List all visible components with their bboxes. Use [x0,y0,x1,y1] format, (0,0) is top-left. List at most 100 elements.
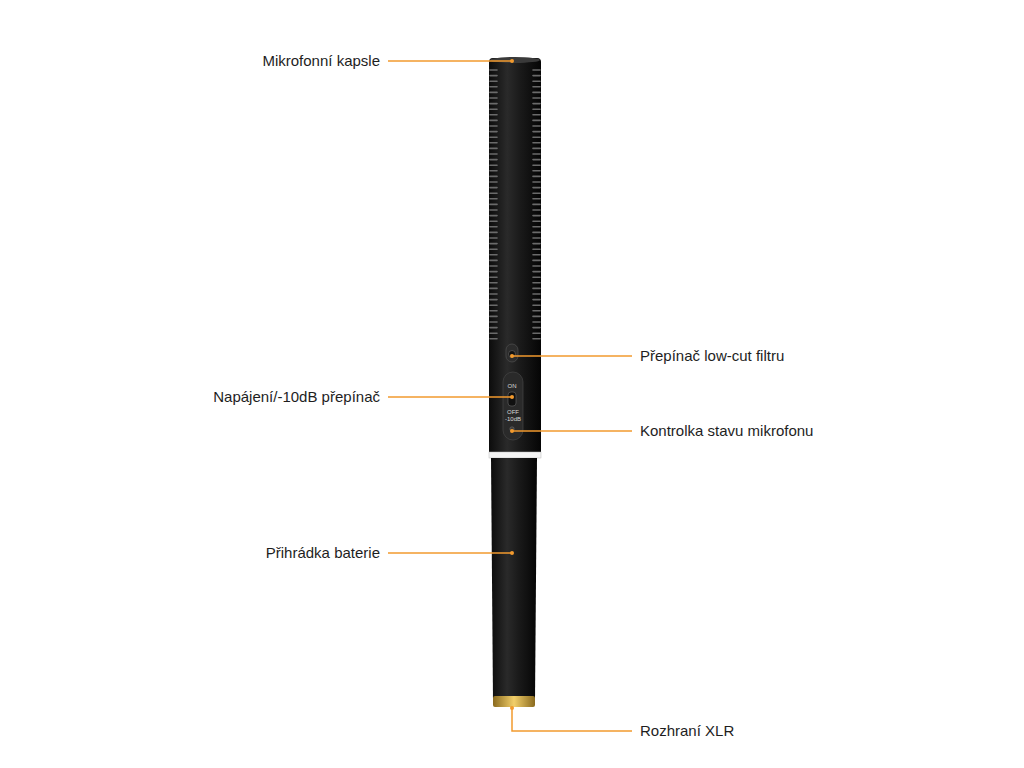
grille-slot [533,310,540,312]
grille-slot [490,209,497,211]
grille-slot [490,288,497,290]
grille-slot [490,215,497,217]
grille-slot [490,332,497,334]
grille-slot [533,215,540,217]
grille-slot [533,293,540,295]
grille-slot [490,108,497,110]
grille-slot [490,271,497,273]
grille-slot [533,260,540,262]
grille-slot [490,260,497,262]
battery-compartment [491,458,537,700]
part-label: Přihrádka baterie [266,543,380,563]
grille-slot [490,125,497,127]
grille-slot [490,293,497,295]
grille-slot [490,321,497,323]
grille-slot [490,248,497,250]
part-label: Mikrofonní kapsle [262,51,380,71]
grille-slot [490,86,497,88]
grille-slot [533,265,540,267]
grille-slot [490,282,497,284]
grille-slot [533,103,540,105]
grille-slot [490,159,497,161]
grille-slot [533,304,540,306]
grille-slot [533,271,540,273]
grille-slot [490,299,497,301]
grille-slot [490,237,497,239]
grille-slot [533,248,540,250]
grille-slot [490,254,497,256]
grille-slot [490,181,497,183]
part-label: Přepínač low-cut filtru [640,346,784,366]
grille-slot [533,187,540,189]
grille-slot [490,220,497,222]
grille-slot [533,125,540,127]
leader-line [512,355,632,357]
grille-slot [490,226,497,228]
grille-slot [490,131,497,133]
lowcut-switch [506,344,518,362]
leader-lines [388,61,632,731]
switch-marking: -10dB [505,416,521,423]
leader-line [512,708,632,731]
grille-slot [533,159,540,161]
grille-slot [490,265,497,267]
xlr-connector [493,696,535,707]
grille-slot [490,114,497,116]
grille-slot [490,192,497,194]
grille-slot [490,92,497,94]
power-switch-panel [503,372,523,440]
grille-slot [533,220,540,222]
white-ring [489,452,541,458]
grille-slot [490,136,497,138]
grille-slot [533,131,540,133]
grille-slot [490,142,497,144]
grille-slot [490,80,497,82]
grille-slot [533,114,540,116]
grille-slot [490,75,497,77]
grille-slot [490,164,497,166]
grille-slot [533,332,540,334]
leader-line [512,430,632,432]
grille-slot [490,69,497,71]
grille-slot [490,120,497,122]
grille-slot [533,288,540,290]
grille-slot [533,170,540,172]
grille-slot [533,299,540,301]
mic-cap [490,57,540,63]
grille-slot [533,142,540,144]
grille-slot [533,338,540,340]
grille-slot [533,136,540,138]
grille-slot [533,192,540,194]
grille-slot [533,209,540,211]
grille-slot [533,108,540,110]
part-label: Rozhraní XLR [640,721,734,741]
grille-slot [490,170,497,172]
grille-slot [533,86,540,88]
grille-slot [490,153,497,155]
grille-slot [490,97,497,99]
switch-marking: ON [508,383,517,390]
leader-line [388,60,512,62]
grille-slot [533,181,540,183]
grille-slot [533,164,540,166]
grille-slot [490,310,497,312]
grille-slot [533,316,540,318]
grille-slot [533,243,540,245]
grille-slot [490,276,497,278]
grille-slot [490,198,497,200]
grille-slot [533,321,540,323]
grille-slot [490,304,497,306]
grille-slot [490,338,497,340]
leader-line [388,396,512,398]
grille-slot [533,69,540,71]
grille-slot [533,120,540,122]
grille-slot [533,204,540,206]
grille-slot [490,103,497,105]
grille-slot [533,176,540,178]
part-label: Kontrolka stavu mikrofonu [640,421,813,441]
grille-slot [533,237,540,239]
power-switch [508,392,516,406]
grille-slot [533,153,540,155]
grille-slot [490,148,497,150]
